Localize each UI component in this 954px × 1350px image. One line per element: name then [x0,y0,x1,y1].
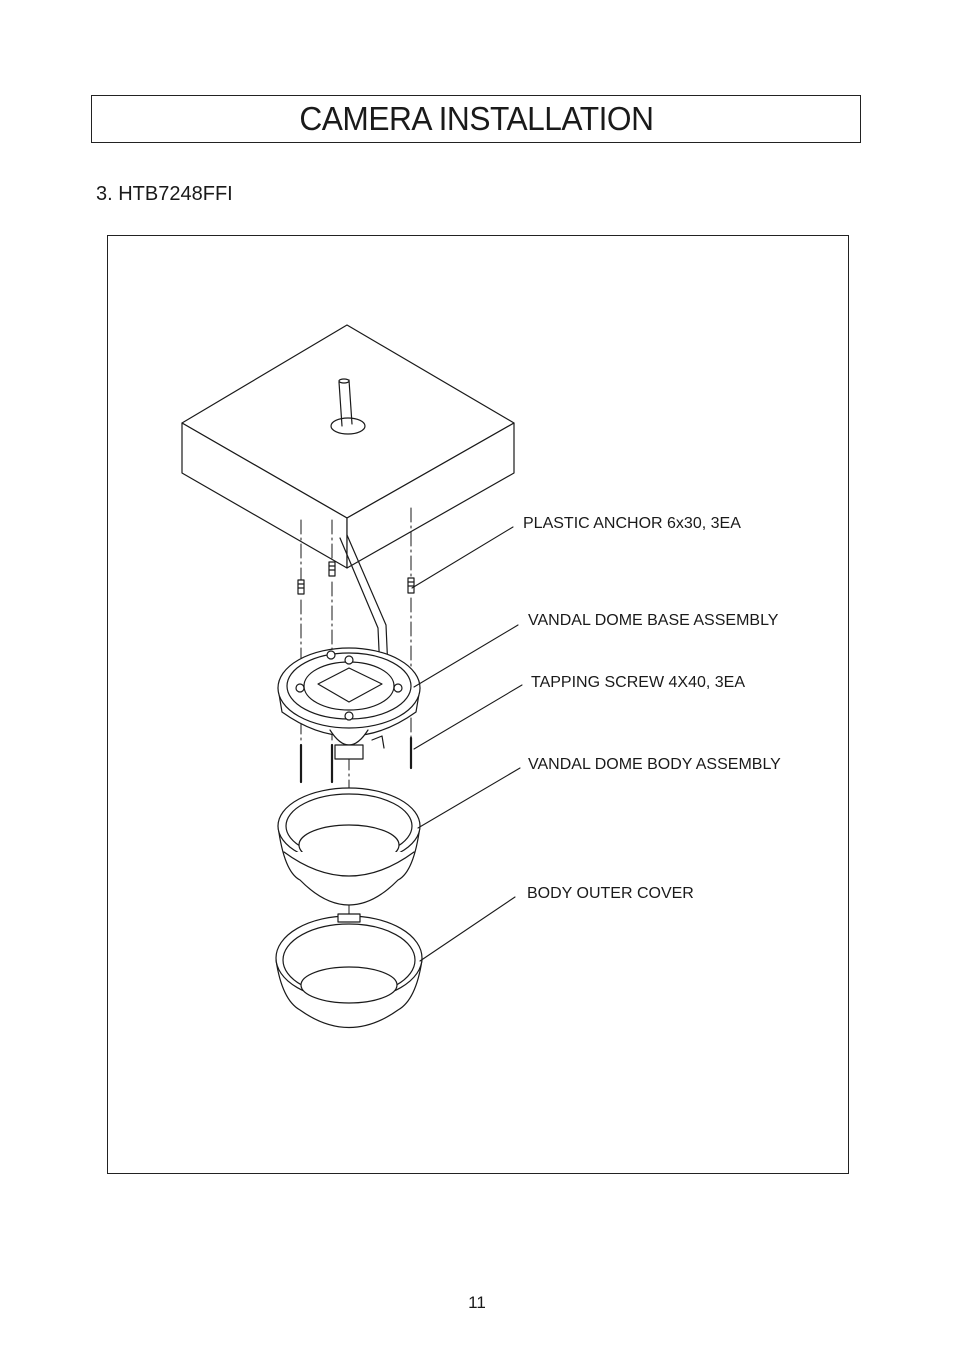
title-box: CAMERA INSTALLATION [91,95,861,143]
page-number: 11 [468,1293,486,1312]
plastic-anchors [297,561,415,595]
callout-body-outer-cover: BODY OUTER COVER [527,885,694,902]
page-title: CAMERA INSTALLATION [298,100,654,137]
section-heading: 3. HTB7248FFI [96,183,233,205]
callout-vandal-dome-body-assembly: VANDAL DOME BODY ASSEMBLY [528,756,781,773]
vandal-dome-body-assembly [277,787,421,906]
callout-plastic-anchor: PLASTIC ANCHOR 6x30, 3EA [523,515,741,532]
body-outer-cover [275,913,423,1028]
ceiling-block [181,324,515,569]
callout-tapping-screw: TAPPING SCREW 4X40, 3EA [531,674,745,691]
vandal-dome-base-assembly [277,647,421,760]
diagram-frame [107,235,849,1174]
tapping-screws [299,736,413,784]
callout-vandal-dome-base-assembly: VANDAL DOME BASE ASSEMBLY [528,612,779,629]
leader-lines [411,526,523,962]
